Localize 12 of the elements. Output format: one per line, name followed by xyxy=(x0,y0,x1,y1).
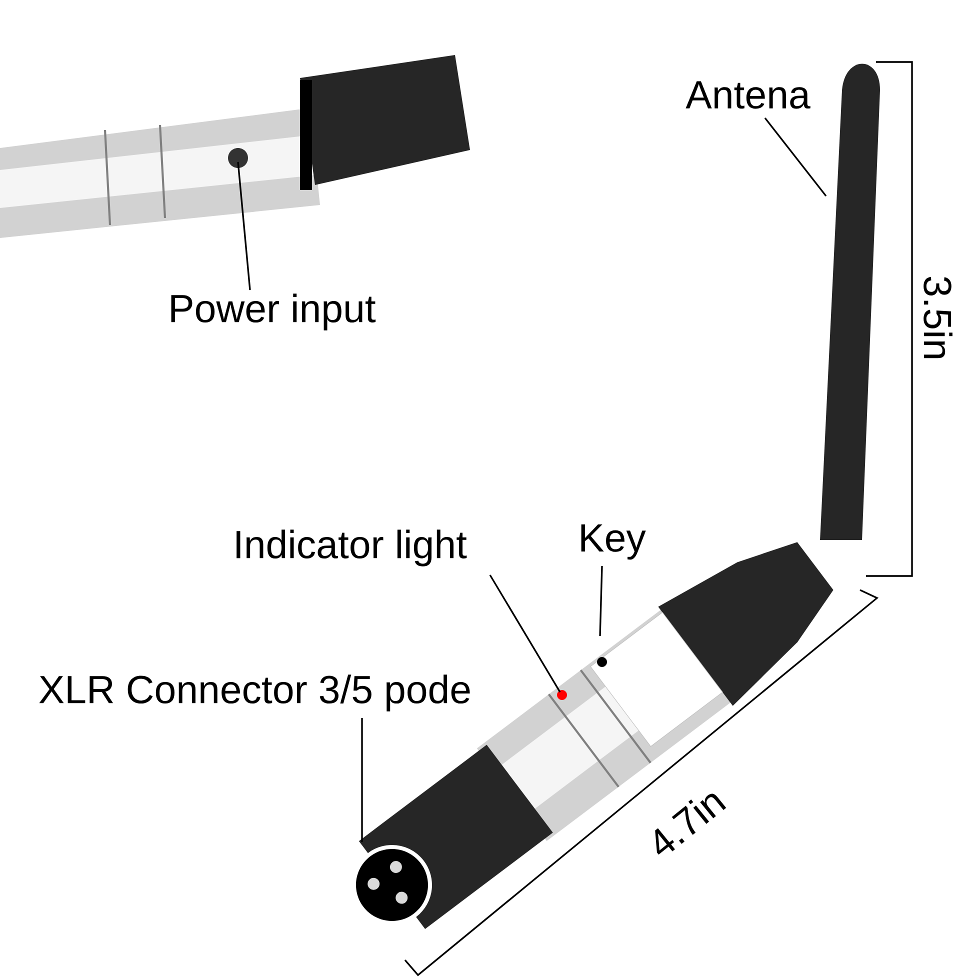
leader-line xyxy=(237,162,251,290)
callout-text: Antena xyxy=(686,81,810,109)
callout-text: Indicator light xyxy=(236,530,467,566)
callout-text: XLR Connector 3/5 pode xyxy=(39,674,470,712)
dimension-label: 3.5in xyxy=(924,276,952,358)
callout-text: Key xyxy=(581,524,646,560)
leader-line xyxy=(489,574,561,692)
leader-line xyxy=(361,718,363,842)
dimension-label: 4.7in xyxy=(655,794,726,855)
leader-line xyxy=(599,566,603,636)
leader-line xyxy=(764,117,827,197)
callout-text: Power input xyxy=(171,294,376,330)
